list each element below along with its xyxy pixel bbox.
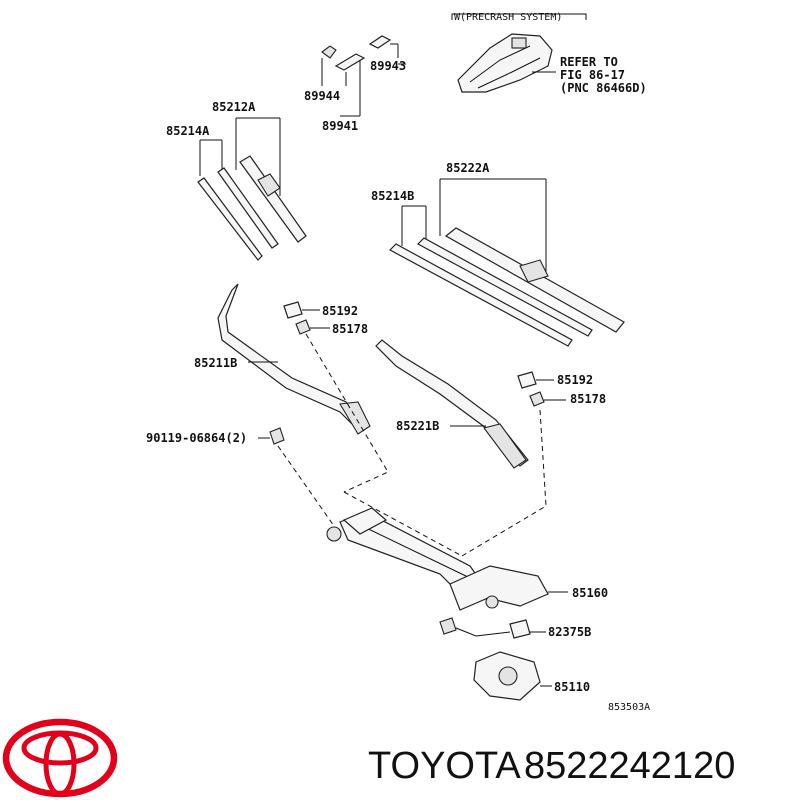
label-85212A: 85212A xyxy=(212,100,256,114)
label-89941: 89941 xyxy=(322,119,358,133)
label-85211B: 85211B xyxy=(194,356,237,370)
label-85214B: 85214B xyxy=(371,189,414,203)
precrash-inset: W(PRECRASH SYSTEM) REFER TO FIG 86-17 (P… xyxy=(451,12,647,95)
right-wiper-blade-group: 85222A 85214B xyxy=(371,161,625,347)
inset-note-line-2: FIG 86-17 xyxy=(560,68,625,82)
assembly-dashed-lines xyxy=(277,333,547,557)
left-pivot-cap xyxy=(283,301,303,319)
label-85192-right: 85192 xyxy=(557,373,593,387)
right-wiper-arm: 85221B xyxy=(375,339,529,469)
part-number: 8522242120 xyxy=(524,745,735,787)
label-82375B: 82375B xyxy=(548,625,591,639)
left-wiper-blade-group: 85212A 85214A xyxy=(166,100,307,261)
right-blade-refill xyxy=(389,243,573,347)
inset-note-line-3: (PNC 86466D) xyxy=(560,81,647,95)
wiper-linkage-85160: 85160 xyxy=(326,507,608,611)
mounting-bolt-group: 90119-06864(2) xyxy=(146,427,285,445)
label-85214A: 85214A xyxy=(166,124,210,138)
inset-title: W(PRECRASH SYSTEM) xyxy=(454,12,562,23)
toyota-logo xyxy=(2,718,118,798)
label-85221B: 85221B xyxy=(396,419,439,433)
mounting-bolt xyxy=(269,427,285,445)
label-85178-left: 85178 xyxy=(332,322,368,336)
label-85222A: 85222A xyxy=(446,161,490,175)
figure-code: 853503A xyxy=(608,702,650,713)
inset-note-line-1: REFER TO xyxy=(560,55,618,69)
precrash-sensor-part xyxy=(457,33,553,93)
left-wiper-arm: 85211B xyxy=(194,283,371,435)
right-cap-nut-group: 85192 85178 xyxy=(517,371,606,407)
label-85178-right: 85178 xyxy=(570,392,606,406)
label-90119-06864: 90119-06864(2) xyxy=(146,431,247,445)
left-wiper-blade xyxy=(239,155,307,243)
right-pivot-cap xyxy=(517,371,537,389)
label-85160: 85160 xyxy=(572,586,608,600)
wiper-motor-85110: 85110 xyxy=(473,651,590,701)
label-89943: 89943 xyxy=(370,59,406,73)
right-pivot-nut xyxy=(529,391,545,407)
brand-name: TOYOTA xyxy=(368,745,521,787)
sensor-clip-group: 89943 89944 89941 xyxy=(304,35,406,133)
left-pivot-nut xyxy=(295,319,311,335)
wire-harness-82375B: 82375B xyxy=(439,617,591,639)
left-cap-nut-group: 85192 85178 xyxy=(283,301,368,336)
label-85192-left: 85192 xyxy=(322,304,358,318)
label-85110: 85110 xyxy=(554,680,590,694)
left-blade-refill xyxy=(197,177,263,261)
label-89944: 89944 xyxy=(304,89,340,103)
